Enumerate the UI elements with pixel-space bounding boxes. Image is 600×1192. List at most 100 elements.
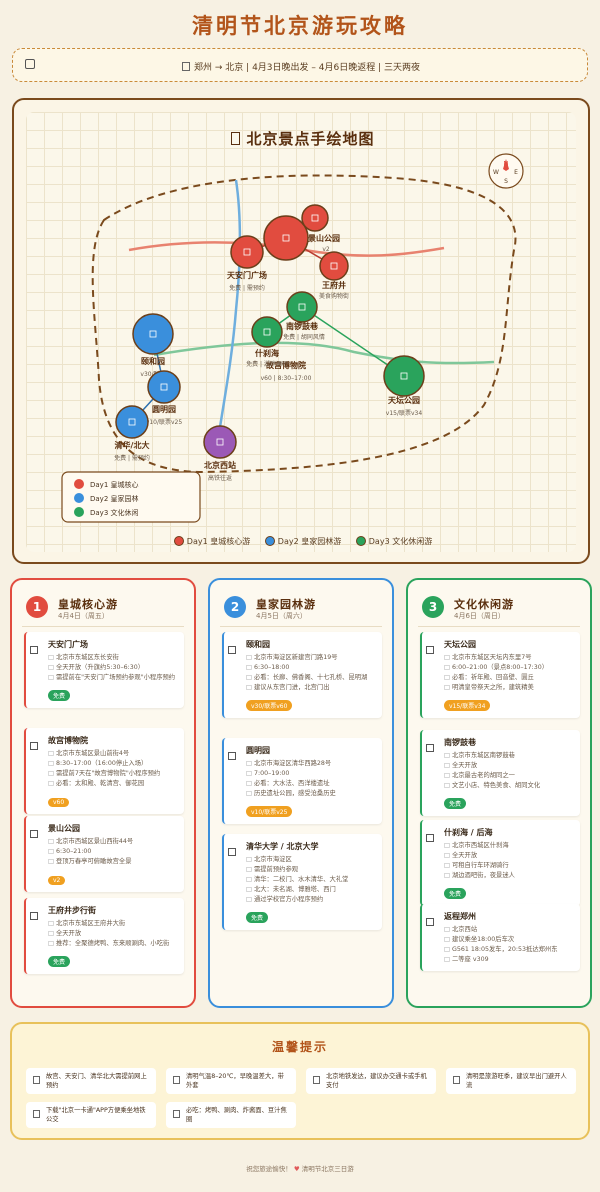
spot-detail: 6:00–21:00（景点8:00–17:30） (444, 663, 574, 673)
road-green (153, 341, 495, 365)
landmark-icon (30, 646, 38, 654)
map-spot-sub: 免费 | 需预约 (229, 284, 265, 292)
page-title: 清明节北京游玩攻略 (192, 14, 408, 38)
divider (22, 626, 184, 627)
landmark-icon (426, 834, 434, 842)
city-boundary (91, 174, 517, 474)
day-card-2: 2皇家园林游4月5日（周六）颐和园北京市海淀区新建宫门路19号6:30–18:0… (208, 578, 394, 1008)
tip-text: 清明是旅游旺季，建议早出门避开人流 (466, 1073, 567, 1089)
compass-west: W (493, 169, 499, 176)
spot-detail: 北京西站 (444, 925, 574, 935)
map-spot-sub: v30/联票 (140, 370, 165, 378)
map-spot-marker (230, 235, 264, 269)
compass-east: E (514, 169, 518, 176)
day-number-badge: 3 (422, 596, 444, 618)
spot-detail: 必看：长廊、佛香阁、十七孔桥、昆明湖 (246, 673, 376, 683)
tip-item: 北京地铁发达，建议办交通卡或手机支付 (306, 1068, 436, 1094)
map-spot-sub: v60 | 8:30–17:00 (261, 375, 312, 382)
legend-day1: Day1 皇城核心游 (173, 536, 250, 546)
spot-detail: 全天开放 (444, 761, 574, 771)
map-spot-name: 什刹海 (255, 348, 279, 358)
landmark-icon (298, 303, 306, 311)
landmark-icon (228, 646, 236, 654)
map-icon (231, 132, 241, 145)
landmark-icon (282, 234, 290, 242)
tip-item: 清明是旅游旺季，建议早出门避开人流 (446, 1068, 576, 1094)
spot-detail: 8:30–17:00（16:00停止入场） (48, 759, 178, 769)
spot-name: 景山公园 (48, 824, 80, 833)
inner-legend-label: Day1 皇城核心 (90, 480, 139, 489)
spot-detail: 可租自行车环湖骑行 (444, 861, 574, 871)
spot-detail: 需提前7天在"故宫博物院"小程序预约 (48, 769, 178, 779)
landmark-icon (263, 328, 271, 336)
landmark-icon (149, 330, 157, 338)
spot-detail: 北京最古老的胡同之一 (444, 771, 574, 781)
spot-item: 景山公园北京市西城区景山西街44号6:30–21:00登顶万春亭可俯瞰故宫全景v… (24, 816, 184, 892)
legend-swatch (74, 479, 84, 489)
spot-detail: 明清皇帝祭天之所，建筑精美 (444, 683, 574, 693)
inner-legend-label: Day2 皇家园林 (90, 494, 139, 503)
spot-item: 王府井步行街北京市东城区王府井大街全天开放推荐：全聚德烤鸭、东来顺涮肉、小吃街免… (24, 898, 184, 974)
spot-detail: 北京市海淀区清华西路28号 (246, 759, 376, 769)
landmark-icon (30, 830, 38, 838)
landmark-icon (228, 848, 236, 856)
landmark-icon (426, 918, 434, 926)
spot-detail: 北京市东城区王府井大街 (48, 919, 178, 929)
spot-name: 王府井步行街 (48, 906, 96, 915)
landmark-icon (128, 418, 136, 426)
map-spot-marker (383, 355, 425, 397)
map-spot-sub: 高铁往返 (208, 474, 232, 482)
map-spot-sub: 免费 | 需预约 (114, 454, 150, 462)
spot-detail: 必看：大水法、西洋楼遗址 (246, 779, 376, 789)
spot-detail: 需提前预约参观 (246, 865, 376, 875)
landmark-icon (400, 372, 408, 380)
tip-icon (33, 1110, 40, 1118)
spot-detail: 北京市海淀区 (246, 855, 376, 865)
map-spot-name: 故宫博物院 (266, 360, 306, 370)
divider (418, 626, 580, 627)
map-bottom-legend: Day1 皇城核心游 Day2 皇家园林游 Day3 文化休闲游 (14, 536, 592, 547)
spot-name: 返程郑州 (444, 912, 476, 921)
spot-detail: 清华：二校门、水木清华、大礼堂 (246, 875, 376, 885)
map-spot-name: 景山公园 (308, 233, 340, 243)
spot-item: 南锣鼓巷北京市东城区南锣鼓巷全天开放北京最古老的胡同之一文艺小店、特色美食、胡同… (420, 730, 580, 816)
tip-text: 北京地铁发达，建议办交通卡或手机支付 (326, 1073, 427, 1089)
landmark-icon (30, 912, 38, 920)
day-date: 4月4日（周五） (58, 612, 109, 620)
map-spot-sub: 美食购物街 (319, 292, 349, 300)
price-badge: v2 (48, 876, 66, 885)
tip-icon (173, 1110, 180, 1118)
tip-item: 故宫、天安门、清华北大需提前网上预约 (26, 1068, 156, 1094)
day-date: 4月6日（周日） (454, 612, 505, 620)
spot-item: 清华大学 / 北京大学北京市海淀区需提前预约参观清华：二校门、水木清华、大礼堂北… (222, 834, 382, 930)
spot-detail: 北京市西城区景山西街44号 (48, 837, 178, 847)
spot-detail: 北京市海淀区新建宫门路19号 (246, 653, 376, 663)
landmark-icon (426, 646, 434, 654)
spot-detail: 需提前在"天安门广场预约参观"小程序预约 (48, 673, 178, 683)
trip-summary-bar: 郑州 → 北京 | 4月3日晚出发 – 4月6日晚返程 | 三天两夜 (12, 48, 588, 82)
day-card-3: 3文化休闲游4月6日（周日）天坛公园北京市东城区天坛内东里7号6:00–21:0… (406, 578, 592, 1008)
spot-detail: 北京市东城区东长安街 (48, 653, 178, 663)
landmark-icon (216, 438, 224, 446)
day-title: 皇家园林游 (256, 598, 316, 611)
map-spot-sub: 免费 | 湖畔酒吧 (246, 360, 288, 368)
map-spot-sub: v10/联票v25 (146, 418, 183, 426)
map-spot: 故宫博物院 v60 | 8:30–17:00 (261, 215, 312, 382)
landmark-icon (426, 744, 434, 752)
price-badge: 免费 (444, 798, 467, 809)
spot-name: 圆明园 (246, 746, 270, 755)
tip-item: 下载"北京一卡通"APP方便乘坐地铁公交 (26, 1102, 156, 1128)
footer: 祝您旅途愉快！ ♥ 清明节北京三日游 (0, 1163, 600, 1173)
spot-item: 什刹海 / 后海北京市西城区什刹海全天开放可租自行车环湖骑行湖边酒吧街，夜景迷人… (420, 820, 580, 906)
footer-text-before: 祝您旅途愉快！ (246, 1165, 292, 1173)
map-spot-name: 南锣鼓巷 (286, 321, 319, 331)
spot-detail: 建议从东宫门进，北宫门出 (246, 683, 376, 693)
spot-item: 天安门广场北京市东城区东长安街全天开放（升旗约5:30–6:30）需提前在"天安… (24, 632, 184, 708)
